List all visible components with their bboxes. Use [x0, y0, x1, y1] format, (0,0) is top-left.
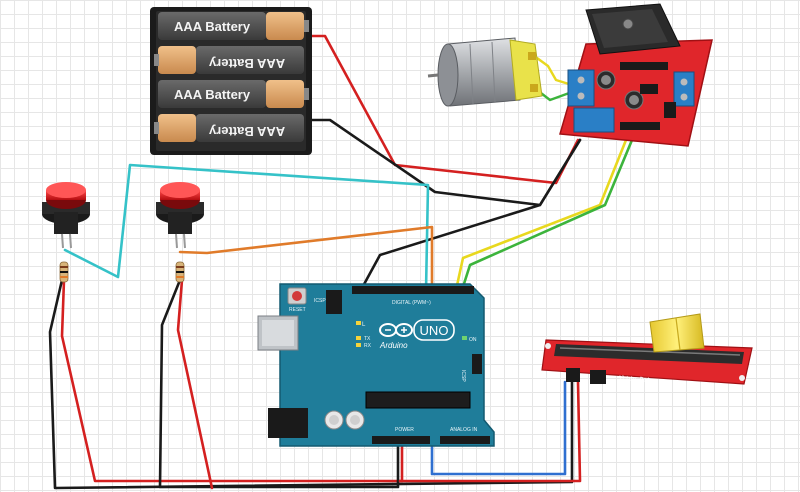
wire-pot-signal [430, 380, 567, 476]
wire-driver-in1 [454, 138, 628, 292]
uno-logo-text: UNO [420, 323, 449, 338]
wire-pot-vcc [398, 380, 582, 483]
resistor-icon [175, 261, 185, 283]
led-rx-label: RX [364, 343, 372, 349]
power-label: POWER [395, 427, 414, 433]
led-on-label: ON [469, 337, 477, 343]
icsp-label: ICSP [314, 298, 326, 304]
wire-button1-black [48, 278, 574, 490]
analog-label: ANALOG IN [450, 427, 478, 433]
icsp2-label: ICSP [460, 370, 466, 382]
push-button-icon [42, 182, 90, 249]
battery-label: AAA Battery [174, 19, 251, 34]
arduino-brand-text: Arduino [379, 341, 408, 350]
slide-pot-label: Slide Pot [618, 375, 651, 384]
wire-motor-a [535, 56, 574, 87]
battery-label: AAA Battery [208, 56, 285, 71]
battery-label: AAA Battery [208, 124, 285, 139]
arduino-uno-icon: RESET ICSP DIGITAL (PWM~) L TX RX UNO Ar… [257, 283, 495, 447]
wire-button2-black [158, 278, 400, 489]
battery-cell: AAA Battery [158, 12, 309, 40]
slide-potentiometer-icon: Slide Pot [541, 313, 753, 385]
wires [48, 34, 634, 490]
wire-driver-ground [360, 138, 582, 290]
digital-label: DIGITAL (PWM~) [392, 300, 431, 306]
wire-button2-signal [178, 225, 434, 292]
battery-cell: AAA Battery [154, 46, 304, 74]
wire-battery-negative [308, 118, 582, 207]
battery-pack-icon: AAA Battery AAA Battery AAA Battery AAA … [150, 7, 312, 155]
led-l-label: L [362, 322, 366, 328]
resistor-icon [59, 261, 69, 283]
reset-label: RESET [289, 307, 306, 313]
dc-motor-icon [427, 37, 543, 107]
battery-label: AAA Battery [174, 87, 251, 102]
wire-button2-red [176, 278, 214, 490]
motor-driver-icon [559, 3, 713, 147]
wire-button1-red [60, 278, 404, 483]
wire-driver-in2 [460, 138, 634, 292]
battery-cell: AAA Battery [158, 80, 309, 108]
wire-button1-signal [63, 163, 430, 293]
battery-cell: AAA Battery [154, 114, 304, 142]
led-tx-label: TX [364, 336, 371, 342]
push-button-icon [156, 182, 204, 249]
arduino-logo-icon [379, 323, 413, 337]
